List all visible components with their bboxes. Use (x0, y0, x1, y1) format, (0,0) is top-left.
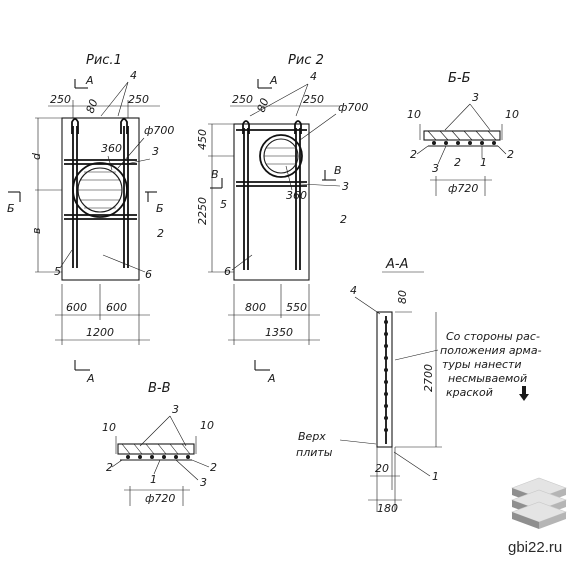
section-aa-note-line-2: положения арма- (440, 344, 542, 357)
section-bb-callout-3-low: 3 (432, 162, 439, 175)
figure-2-callout-2: 2 (340, 213, 347, 226)
section-vv-callout-1: 1 (150, 473, 157, 486)
figure-2-dim-800: 800 (245, 301, 266, 314)
section-vv: В-В 3 10 10 2 2 1 3 ф720 (102, 381, 217, 506)
figure-2-dim-550: 550 (286, 301, 307, 314)
figure-2-dim-1350: 1350 (265, 326, 293, 339)
section-aa-dim-20: 20 (375, 462, 389, 475)
figure-2-callout-4: 4 (310, 70, 317, 83)
section-aa-title: А-А (385, 257, 408, 272)
figure-2-callout-5: 5 (220, 198, 227, 211)
figure-2-section-v-right: В (334, 164, 342, 177)
section-aa-top-label-2: плиты (296, 446, 333, 459)
watermark-text: gbi22.ru (508, 539, 562, 556)
figure-1-callout-5: 5 (54, 265, 61, 278)
section-aa-note-line-5: краской (446, 386, 493, 399)
section-bb-callout-1: 1 (480, 156, 487, 169)
section-aa-note-line-4: несмываемой (448, 372, 527, 385)
section-vv-callout-2-left: 2 (106, 461, 113, 474)
section-aa-note-line-3: туры нанести (442, 358, 522, 371)
figure-1-dim-700: ф700 (144, 124, 174, 137)
section-aa: А-А 4 80 2700 Со стороны рас- положения … (296, 257, 542, 515)
figure-1-callout-2: 2 (157, 227, 164, 240)
figure-1-section-a-bottom: А (86, 372, 95, 385)
figure-2-section-v-left: В (211, 168, 219, 181)
figure-1-title: Рис.1 (86, 53, 122, 68)
figure-2-section-a-bottom: А (267, 372, 276, 385)
figure-1-callout-6: 6 (145, 268, 152, 281)
figure-2-title: Рис 2 (288, 53, 324, 68)
figure-1-dim-360: 360 (101, 142, 122, 155)
section-vv-dim-10-right: 10 (200, 419, 214, 432)
section-vv-callout-3-low: 3 (200, 476, 207, 489)
section-vv-dim-720: ф720 (145, 492, 175, 505)
section-bb-dim-10-right: 10 (505, 108, 519, 121)
section-bb-callout-2-mid: 2 (454, 156, 461, 169)
arrow-icon (519, 386, 529, 401)
figure-1-section-b-left: Б (7, 202, 15, 215)
section-vv-callout-2-right: 2 (210, 461, 217, 474)
section-bb-dim-720: ф720 (448, 182, 478, 195)
section-vv-callout-3: 3 (172, 403, 179, 416)
figure-1-dim-600-left: 600 (66, 301, 87, 314)
section-aa-dim-180: 180 (377, 502, 398, 515)
figure-2-dim-250-right: 250 (303, 93, 324, 106)
figure-2-section-a-top: А (269, 74, 278, 87)
figure-1: Рис.1 А 4 250 80 250 ф700 360 (7, 53, 174, 385)
figure-2-dim-360: 360 (286, 189, 307, 202)
figure-1-callout-3: 3 (152, 145, 159, 158)
figure-1-callout-4: 4 (130, 69, 137, 82)
figure-1-section-a-top: А (85, 74, 94, 87)
figure-1-dim-600-right: 600 (106, 301, 127, 314)
section-vv-dim-10-left: 10 (102, 421, 116, 434)
section-bb: Б-Б 3 10 10 2 3 2 1 2 ф720 (407, 71, 519, 196)
figure-1-section-b-right: Б (156, 202, 164, 215)
figure-1-dim-d: d (30, 152, 43, 160)
section-vv-title: В-В (148, 381, 171, 396)
section-bb-callout-2-left: 2 (410, 148, 417, 161)
figure-2-dim-250-left: 250 (232, 93, 253, 106)
figure-1-dim-b: в (30, 228, 43, 234)
figure-1-dim-250-right: 250 (128, 93, 149, 106)
figure-2-dim-80: 80 (255, 96, 272, 114)
watermark-logo-icon (511, 477, 567, 529)
section-aa-callout-4: 4 (350, 284, 357, 297)
section-bb-title: Б-Б (448, 71, 471, 86)
section-aa-top-label-1: Верх (298, 430, 326, 443)
figure-2-callout-6: 6 (224, 265, 231, 278)
section-aa-dim-80: 80 (396, 290, 409, 304)
section-bb-dim-10-left: 10 (407, 108, 421, 121)
section-bb-callout-2-right: 2 (507, 148, 514, 161)
section-aa-note-line-1: Со стороны рас- (446, 330, 540, 343)
figure-2-callout-3: 3 (342, 180, 349, 193)
figure-2-dim-700: ф700 (338, 101, 368, 114)
figure-1-dim-1200: 1200 (86, 326, 114, 339)
section-aa-callout-1: 1 (432, 470, 439, 483)
figure-1-dim-250-left: 250 (50, 93, 71, 106)
figure-2-dim-2250: 2250 (196, 197, 209, 225)
section-aa-dim-2700: 2700 (422, 364, 435, 392)
section-bb-callout-3: 3 (472, 91, 479, 104)
figure-2: Рис 2 А 4 250 80 250 ф700 450 2250 (196, 53, 368, 385)
figure-2-dim-450: 450 (196, 129, 209, 150)
